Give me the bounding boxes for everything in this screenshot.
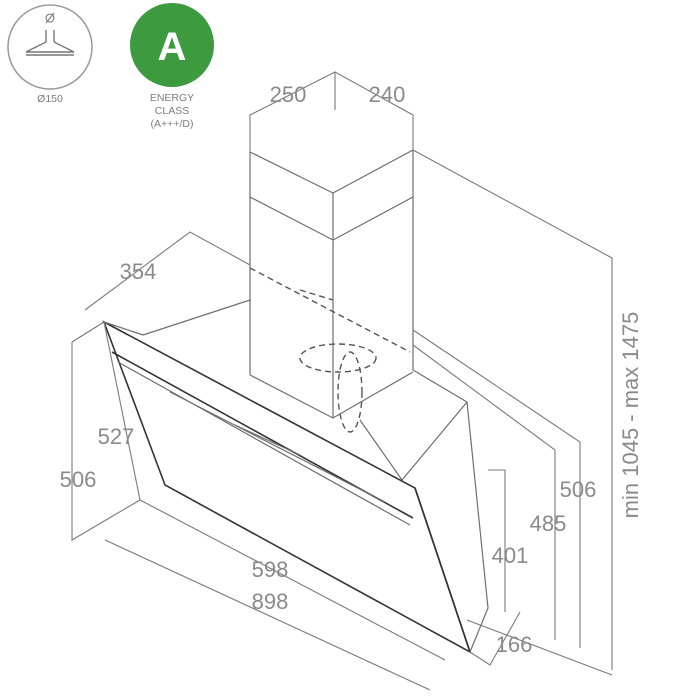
dim-front-depth: 166 bbox=[496, 632, 533, 657]
dim-body-height: 485 bbox=[530, 511, 567, 536]
energy-class-caption-2: CLASS bbox=[155, 105, 189, 117]
dim-total-height: min 1045 - max 1475 bbox=[618, 312, 643, 519]
dim-chimney-depth: 240 bbox=[369, 82, 406, 107]
dim-total-width: 898 bbox=[252, 589, 289, 614]
energy-class-letter: A bbox=[158, 25, 187, 69]
dim-chimney-width: 250 bbox=[270, 82, 307, 107]
duct-diameter-icon: Ø150 bbox=[7, 4, 93, 105]
dim-hood-depth: 354 bbox=[120, 259, 157, 284]
dimension-labels: 250 240 354 527 506 598 898 166 401 485 … bbox=[60, 82, 643, 657]
dim-glass-height: 527 bbox=[98, 424, 135, 449]
dim-side-height: 506 bbox=[60, 467, 97, 492]
dimension-lines bbox=[71, 71, 613, 691]
hood-body bbox=[102, 149, 489, 654]
duct-diameter-label: Ø150 bbox=[37, 93, 63, 105]
energy-class-caption-1: ENERGY bbox=[150, 92, 194, 104]
dim-body-height-rear: 506 bbox=[560, 477, 597, 502]
dim-front-height: 401 bbox=[492, 543, 529, 568]
dim-inner-width: 598 bbox=[252, 557, 289, 582]
energy-class-icon: A ENERGY CLASS (A+++/D) bbox=[130, 3, 214, 130]
energy-class-caption-3: (A+++/D) bbox=[151, 118, 194, 130]
energy-class-badge bbox=[130, 3, 214, 87]
